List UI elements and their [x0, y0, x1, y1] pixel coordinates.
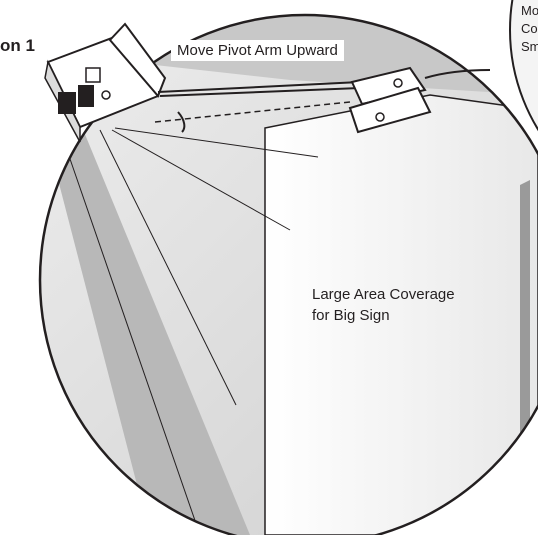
secondary-view-circle — [509, 0, 538, 132]
coverage-callout-line2: for Big Sign — [312, 307, 390, 324]
sensor-unit — [44, 22, 167, 143]
figure-title: on 1 — [0, 36, 35, 55]
pivot-arm-callout: Move Pivot Arm Upward — [171, 40, 344, 61]
cutoff-text-2: Co — [521, 21, 538, 36]
contact-magnet — [348, 66, 491, 134]
coverage-callout: Large Area Coverage for Big Sign — [312, 284, 512, 326]
coverage-callout-line1: Large Area Coverage — [312, 286, 455, 303]
circle-outline — [38, 13, 538, 535]
cutoff-text-3: Sm — [521, 39, 538, 54]
cutoff-text-1: Mo — [521, 3, 538, 18]
